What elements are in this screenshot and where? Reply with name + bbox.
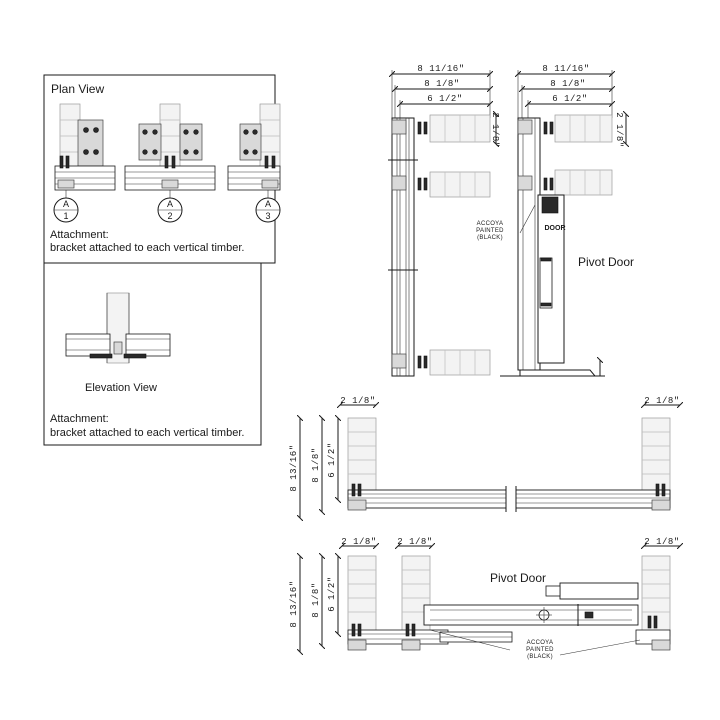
- elevation-pivot-door: 8 11/16" 8 1/8" 6 1/2" 2 1/8" 2 1/8" DOO…: [476, 64, 634, 377]
- dim-label: 2 1/8": [490, 112, 500, 147]
- plan-pivot: 2 1/8" 2 1/8" 2 1/8" 8 13/16" 8 1/8" 6 1…: [289, 537, 680, 660]
- accoya-label-3: (BLACK): [527, 654, 553, 660]
- dim-label: 8 13/16": [289, 580, 299, 627]
- callout-letter: A: [63, 199, 69, 209]
- dim-label: 6 1/2": [327, 442, 337, 477]
- elevation-view-panel: Elevation View Attachment: bracket attac…: [43, 262, 262, 446]
- dim-label: 6 1/2": [427, 94, 462, 104]
- plan-attachment-text: bracket attached to each vertical timber…: [50, 242, 244, 254]
- callout-letter: A: [265, 199, 271, 209]
- pivot-door-label: Pivot Door: [578, 255, 634, 269]
- plan-detail-3: [227, 103, 281, 191]
- accoya-label-2: PAINTED: [476, 228, 504, 234]
- accoya-label-3: (BLACK): [477, 235, 503, 241]
- dim-label: 6 1/2": [327, 576, 337, 611]
- callout-number: 1: [63, 211, 68, 221]
- dim-label: 2 1/8": [644, 396, 679, 406]
- elevation-attachment-heading: Attachment:: [50, 413, 109, 425]
- dim-label: 2 1/8": [340, 396, 375, 406]
- dim-label: 8 1/8": [311, 447, 321, 482]
- dim-label: 8 1/8": [311, 582, 321, 617]
- dim-label: 2 1/8": [341, 537, 376, 547]
- accoya-label-2: PAINTED: [526, 647, 554, 653]
- elevation-attachment-text: bracket attached to each vertical timber…: [50, 427, 244, 439]
- dim-label: 8 11/16": [417, 64, 464, 74]
- callout-number: 3: [265, 211, 270, 221]
- accoya-label-1: ACCOYA: [527, 640, 554, 646]
- elevation-wall: 8 11/16" 8 1/8" 6 1/2": [388, 64, 490, 377]
- dim-label: 6 1/2": [552, 94, 587, 104]
- plan-view-title: Plan View: [51, 82, 104, 96]
- door-label: DOOR: [545, 225, 566, 232]
- dim-label: 8 1/8": [550, 79, 585, 89]
- dim-label: 2 1/8": [397, 537, 432, 547]
- callout-number: 2: [167, 211, 172, 221]
- accoya-label-1: ACCOYA: [477, 221, 504, 227]
- plan-view-panel: Plan View: [43, 74, 281, 264]
- elevation-view-title: Elevation View: [85, 382, 157, 394]
- plan-attachment-heading: Attachment:: [50, 229, 109, 241]
- plan-pivot-door-label: Pivot Door: [490, 571, 546, 585]
- dim-label: 2 1/8": [644, 537, 679, 547]
- callout-letter: A: [167, 199, 173, 209]
- plan-detail-1: [54, 103, 116, 191]
- plan-detail-2: [124, 103, 216, 191]
- dim-label: 8 13/16": [289, 444, 299, 491]
- dim-label: 2 1/8": [614, 112, 624, 147]
- callout-a1: A 1: [53, 190, 79, 223]
- plan-wall: 2 1/8" 2 1/8" 8 13/16" 8 1/8" 6 1/2": [289, 396, 680, 518]
- dim-label: 8 1/8": [424, 79, 459, 89]
- callout-a2: A 2: [157, 190, 183, 223]
- dim-label: 8 11/16": [542, 64, 589, 74]
- callout-a3: A 3: [255, 190, 281, 223]
